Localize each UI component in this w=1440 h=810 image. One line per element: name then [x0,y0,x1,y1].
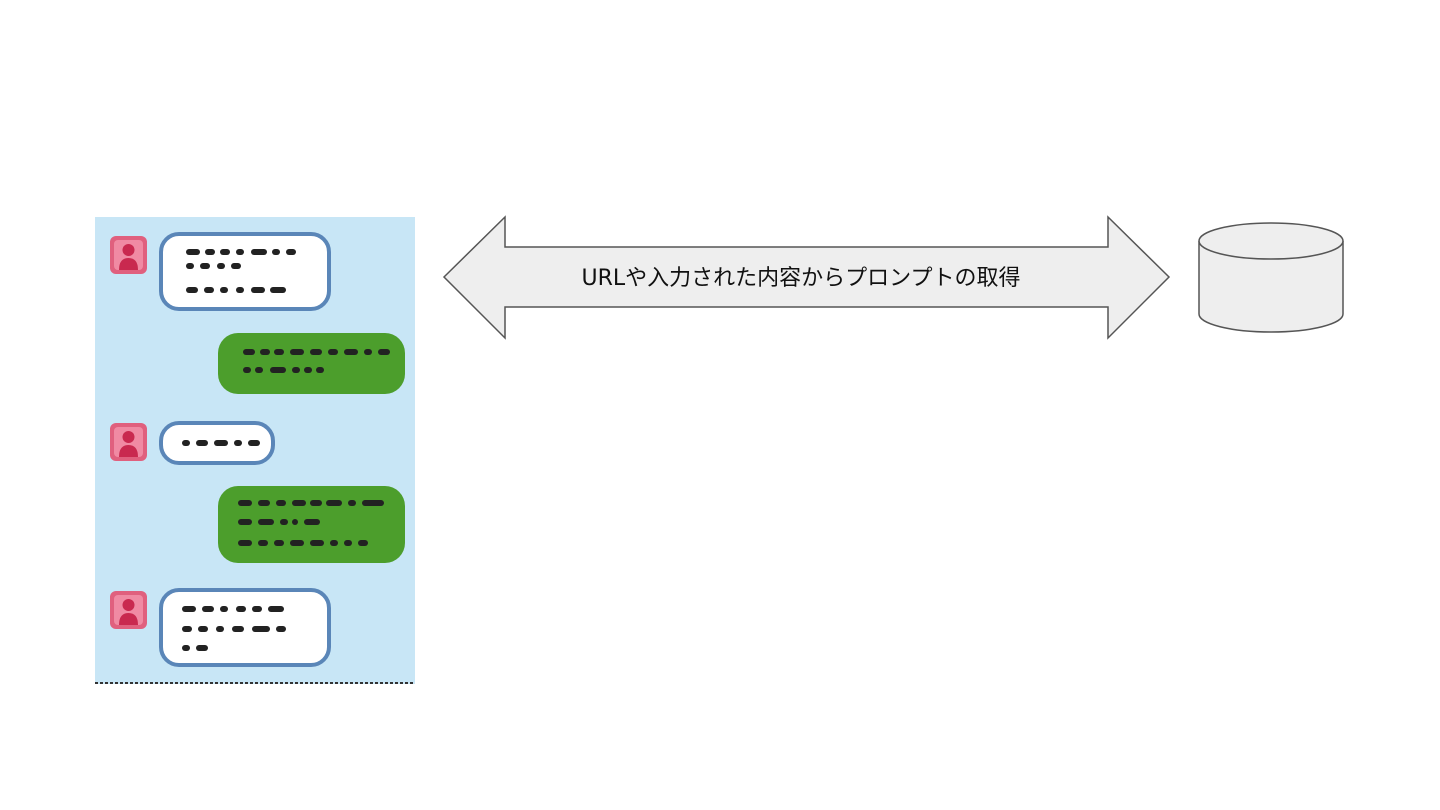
incoming-message-1 [110,232,331,311]
avatar-icon [110,591,147,629]
text-placeholder [182,606,286,651]
cylinder-body [1198,241,1344,333]
double-arrow-shape [442,215,1171,340]
chat-illustration [95,217,415,684]
incoming-message-3 [110,588,331,667]
incoming-message-2 [110,421,275,465]
outgoing-message-2 [218,486,405,563]
message-bubble [218,333,405,394]
text-placeholder [243,349,390,373]
bidirectional-arrow: URLや入力された内容からプロンプトの取得 [442,215,1171,340]
arrow-label: URLや入力された内容からプロンプトの取得 [582,266,1021,291]
text-placeholder [238,500,384,546]
message-bubble [159,232,331,311]
avatar-icon [110,236,147,274]
cylinder-top [1198,222,1344,260]
text-placeholder [182,440,260,446]
text-placeholder [186,249,296,293]
database-cylinder-icon [1198,222,1344,333]
avatar-icon [110,423,147,461]
outgoing-message-1 [218,333,405,394]
